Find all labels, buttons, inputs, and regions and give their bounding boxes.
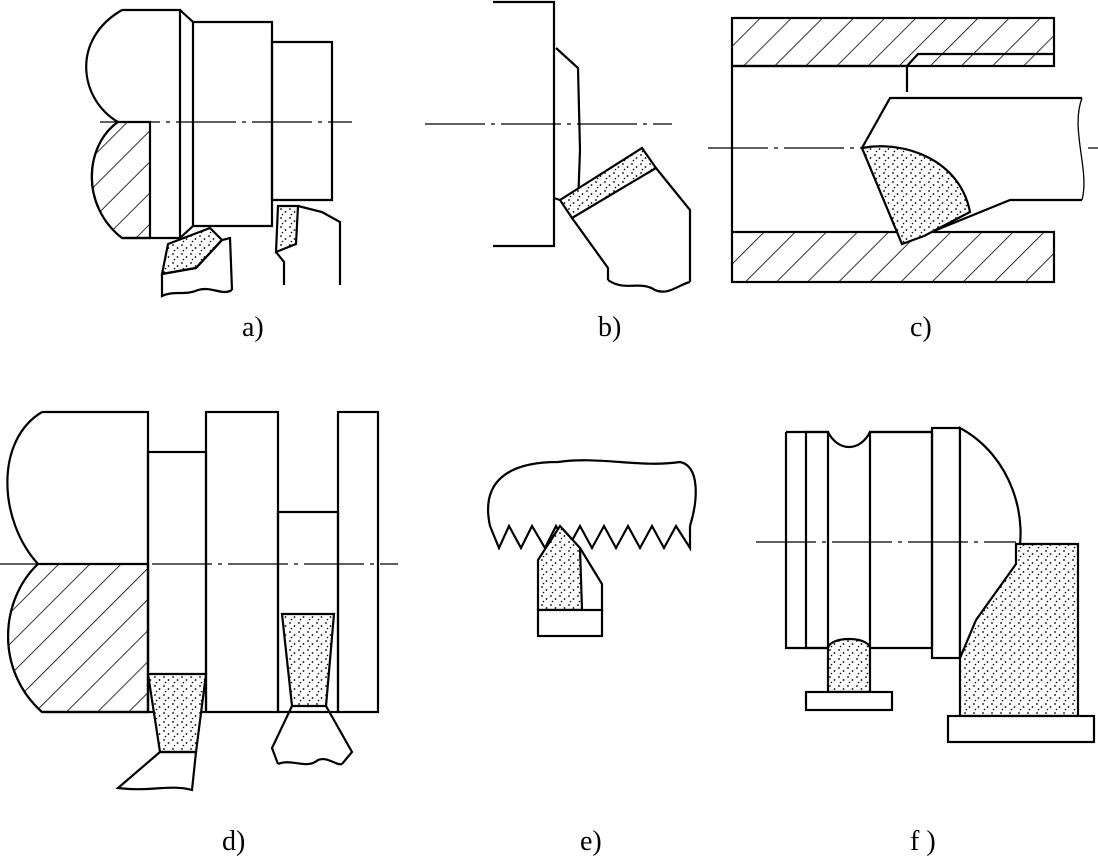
panel-c-drawing	[708, 16, 1098, 284]
panel-f-drawing	[756, 426, 1096, 744]
panel-d-label: d)	[222, 826, 246, 857]
panel-a-label: a)	[242, 312, 264, 343]
panel-b-label: b)	[598, 312, 622, 343]
panel-e-label: e)	[580, 826, 602, 857]
panel-f-label: f )	[910, 826, 936, 857]
panel-c-label: c)	[910, 312, 932, 343]
panel-b-drawing	[425, 0, 692, 293]
panel-a-drawing	[85, 8, 352, 298]
panel-e-drawing	[487, 459, 697, 638]
panel-d-drawing	[0, 410, 398, 792]
